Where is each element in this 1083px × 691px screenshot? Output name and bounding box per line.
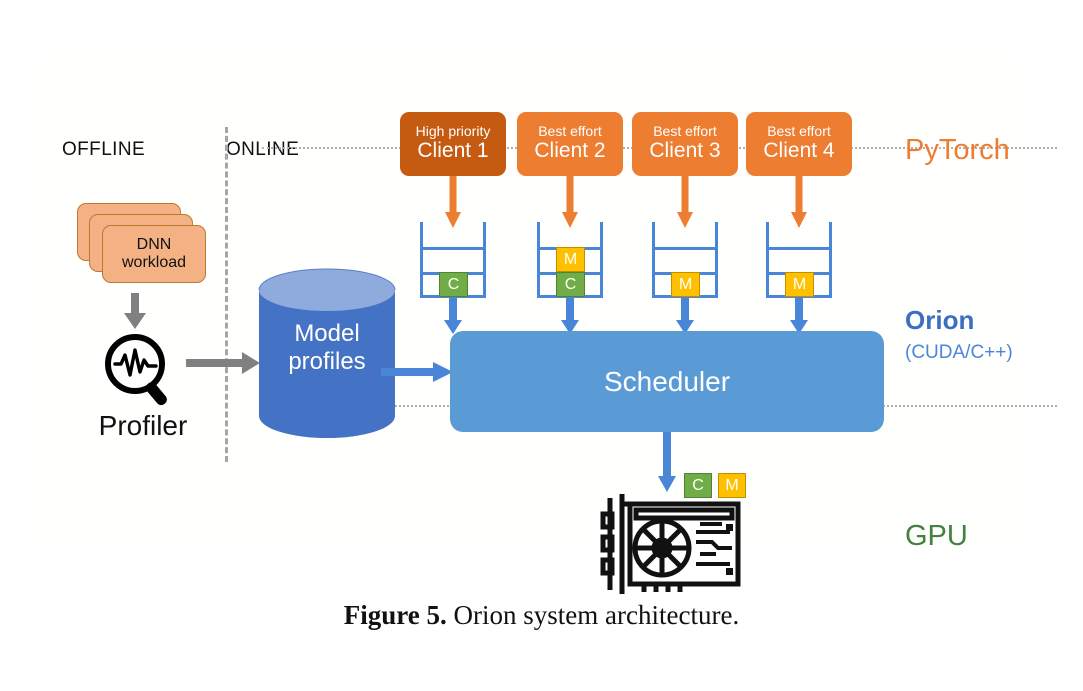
queue-2-item-m: M bbox=[556, 247, 585, 272]
arrow-store-to-scheduler bbox=[381, 362, 453, 382]
stage-label-offline: OFFLINE bbox=[62, 139, 146, 160]
queue-3-left-wall bbox=[652, 222, 655, 298]
queue-3-item-m: M bbox=[671, 272, 700, 297]
figure-caption-number: Figure 5. bbox=[343, 600, 447, 630]
figure-caption-text: Orion system architecture. bbox=[446, 600, 740, 630]
dnn-workload-stack: DNN workload bbox=[77, 203, 212, 288]
queue-2-right-wall bbox=[600, 222, 603, 298]
dnn-workload-line2: workload bbox=[121, 254, 187, 271]
dnn-workload-line1: DNN bbox=[136, 236, 172, 254]
queue-4-item-m: M bbox=[785, 272, 814, 297]
queue-1-divider-1 bbox=[420, 247, 486, 250]
figure-panel: OFFLINE ONLINE DNN workload Profiler bbox=[36, 50, 1057, 594]
layer-label-gpu: GPU bbox=[905, 520, 968, 552]
queue-4-left-wall bbox=[766, 222, 769, 298]
dnn-workload-label: DNN workload bbox=[122, 236, 186, 272]
scheduler-label: Scheduler bbox=[603, 365, 731, 397]
gray-arrow-down-icon bbox=[124, 293, 146, 329]
graphics-card-icon bbox=[600, 492, 745, 596]
orange-arrow-client-2-icon bbox=[562, 176, 578, 228]
queue-1-left-wall bbox=[420, 222, 423, 298]
gpu-kernel-badges: C M bbox=[684, 473, 752, 499]
blue-arrow-queue-1-icon bbox=[444, 298, 462, 334]
layer-label-orion: Orion bbox=[905, 305, 975, 335]
client-box-2[interactable]: Best effort Client 2 bbox=[517, 112, 623, 176]
scheduler-box[interactable]: Scheduler bbox=[450, 331, 884, 432]
figure-caption: Figure 5. Orion system architecture. bbox=[0, 600, 1083, 631]
client-box-1[interactable]: High priority Client 1 bbox=[400, 112, 506, 176]
client-3-name: Client 3 bbox=[649, 139, 721, 163]
orange-arrow-client-3-icon bbox=[677, 176, 693, 228]
layer-label-pytorch: PyTorch bbox=[905, 134, 1010, 166]
client-1-name: Client 1 bbox=[417, 139, 489, 163]
queue-client-1: C bbox=[420, 222, 486, 298]
client-4-name: Client 4 bbox=[763, 139, 835, 163]
client-1-priority: High priority bbox=[415, 122, 491, 139]
client-4-priority: Best effort bbox=[767, 122, 831, 139]
queue-4-right-wall bbox=[829, 222, 832, 298]
magnifier-waveform-icon bbox=[99, 331, 185, 413]
client-box-3[interactable]: Best effort Client 3 bbox=[632, 112, 738, 176]
queue-client-4: M bbox=[766, 222, 832, 298]
orange-arrow-client-4-icon bbox=[791, 176, 807, 228]
queue-4-divider-1 bbox=[766, 247, 832, 250]
client-box-4[interactable]: Best effort Client 4 bbox=[746, 112, 852, 176]
queue-client-3: M bbox=[652, 222, 718, 298]
stage-label-online: ONLINE bbox=[226, 139, 300, 160]
client-2-priority: Best effort bbox=[538, 122, 602, 139]
client-3-priority: Best effort bbox=[653, 122, 717, 139]
model-profiles-store: Model profiles bbox=[257, 268, 397, 438]
blue-arrow-queue-4-icon bbox=[790, 298, 808, 334]
blue-arrow-scheduler-to-gpu-icon bbox=[658, 432, 676, 492]
blue-arrow-queue-3-icon bbox=[676, 298, 694, 334]
orange-arrow-client-1-icon bbox=[445, 176, 461, 228]
queue-1-item-c: C bbox=[439, 272, 468, 297]
gray-arrow-right-icon bbox=[186, 352, 260, 374]
queue-client-2: M C bbox=[537, 222, 603, 298]
gpu-badge-c: C bbox=[684, 473, 712, 498]
queue-2-left-wall bbox=[537, 222, 540, 298]
queue-2-item-c: C bbox=[556, 272, 585, 297]
queue-3-divider-1 bbox=[652, 247, 718, 250]
layer-label-orion-sub: (CUDA/C++) bbox=[905, 342, 1013, 363]
client-2-name: Client 2 bbox=[534, 139, 606, 163]
profiler-label: Profiler bbox=[98, 410, 188, 441]
queue-1-right-wall bbox=[483, 222, 486, 298]
queue-3-right-wall bbox=[715, 222, 718, 298]
offline-online-divider bbox=[225, 127, 228, 462]
gpu-badge-m: M bbox=[718, 473, 746, 498]
blue-arrow-queue-2-icon bbox=[561, 298, 579, 334]
dnn-workload-card-front: DNN workload bbox=[102, 225, 206, 283]
